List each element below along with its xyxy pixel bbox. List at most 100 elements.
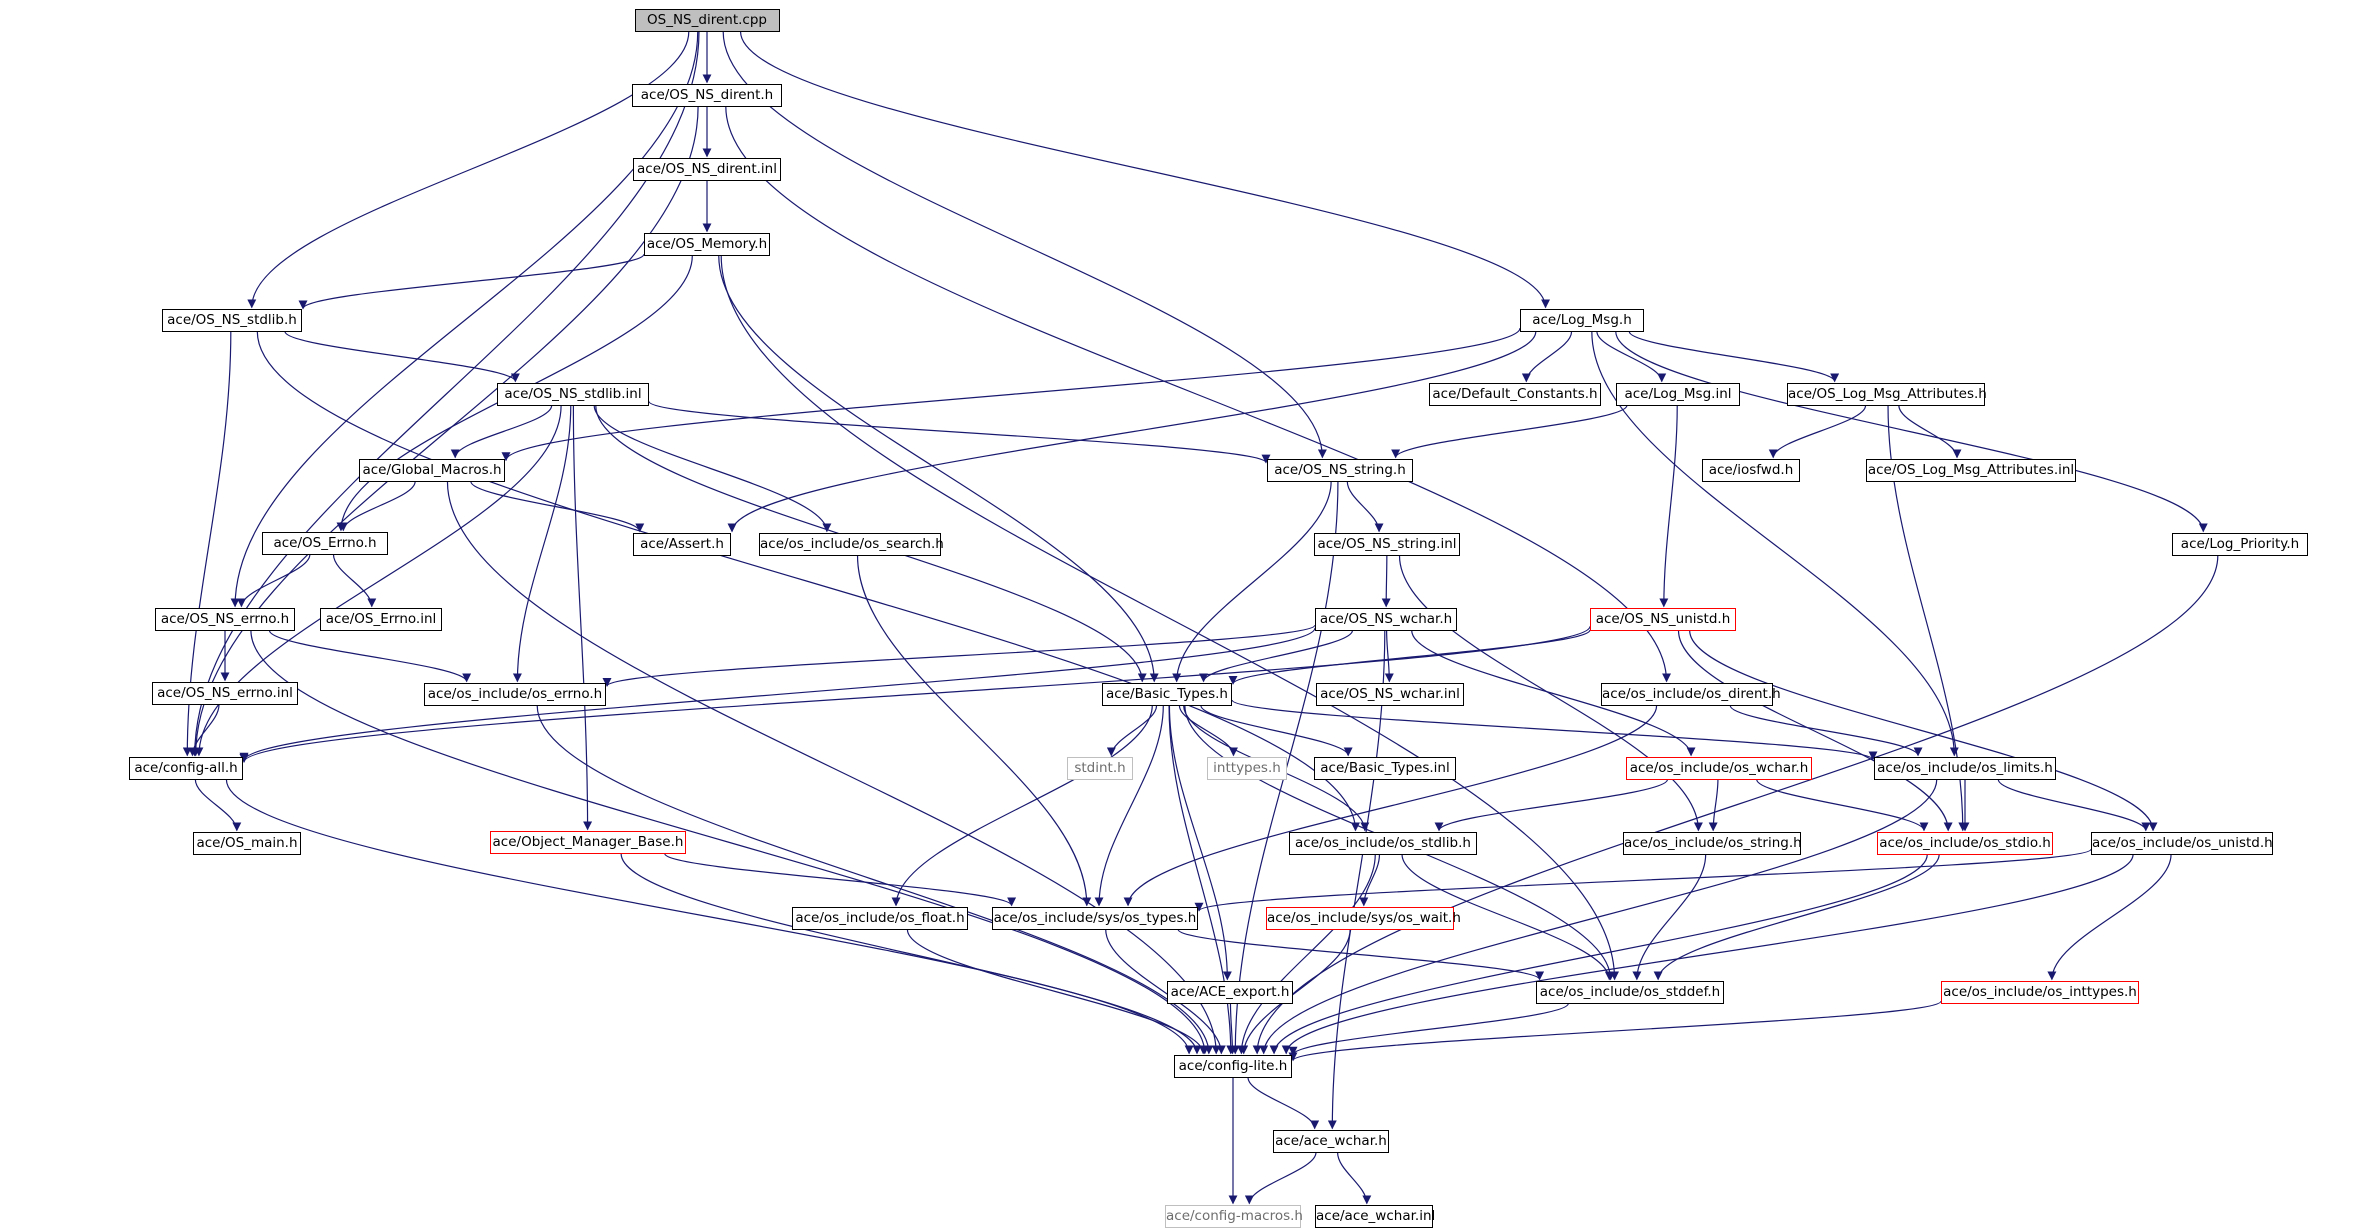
node-root[interactable]: OS_NS_dirent.cpp (634, 8, 780, 32)
node-os-search-h[interactable]: ace/os_include/os_search.h (759, 532, 944, 556)
node-os-main-h[interactable]: ace/OS_main.h (193, 831, 301, 855)
edge-basic-types-h-to-inttypes-h (1178, 705, 1238, 757)
node-os-ns-wchar-inl[interactable]: ace/OS_NS_wchar.inl (1316, 682, 1464, 706)
node-os-ns-unistd-h[interactable]: ace/OS_NS_unistd.h (1590, 607, 1736, 631)
edge-log-msg-h-to-log-msg-inl (1596, 331, 1667, 383)
node-os-ns-errno-h[interactable]: ace/OS_NS_errno.h (155, 607, 295, 631)
node-os-dirent-inc-h[interactable]: ace/os_include/os_dirent.h (1601, 682, 1781, 706)
node-os-inttypes-h[interactable]: ace/os_include/os_inttypes.h (1941, 980, 2139, 1004)
edge-os-ns-stdlib-inl-to-os-errno-inc-h (512, 405, 572, 683)
edge-os-ns-wchar-h-to-os-wchar-inc-h (1411, 630, 1696, 757)
node-stdint-h: stdint.h (1067, 756, 1133, 780)
edge-os-log-msg-attributes-h-to-os-log-msg-attributes-inl (1898, 405, 1962, 459)
edge-basic-types-h-to-os-types-h (1094, 705, 1164, 907)
node-config-all-h[interactable]: ace/config-all.h (129, 756, 243, 780)
node-log-priority-h[interactable]: ace/Log_Priority.h (2172, 532, 2308, 556)
node-os-ns-dirent-h[interactable]: ace/OS_NS_dirent.h (632, 83, 782, 107)
edge-basic-types-h-to-os-limits-h (1231, 699, 1878, 761)
node-os-errno-h[interactable]: ace/OS_Errno.h (262, 531, 388, 555)
node-global-macros-h[interactable]: ace/Global_Macros.h (359, 458, 505, 482)
node-inttypes-h: inttypes.h (1207, 756, 1287, 780)
node-basic-types-h[interactable]: ace/Basic_Types.h (1102, 682, 1232, 706)
edge-basic-types-h-to-config-lite-h (1168, 705, 1236, 1055)
edge-config-all-h-to-os-main-h (194, 779, 242, 832)
edge-os-ns-unistd-h-to-os-stdio-h (1677, 630, 1953, 832)
edge-log-msg-h-to-os-limits-h (1591, 331, 1959, 757)
edge-os-ns-string-inl-to-os-ns-wchar-h (1381, 555, 1391, 608)
node-object-manager-base-h[interactable]: ace/Object_Manager_Base.h (490, 830, 686, 854)
edge-os-stdlib-inc-h-to-os-stddef-h (1401, 854, 1614, 981)
node-os-ns-stdlib-h[interactable]: ace/OS_NS_stdlib.h (162, 308, 302, 332)
edge-os-float-h-to-config-lite-h (906, 929, 1208, 1055)
edge-os-ns-stdlib-inl-to-object-manager-base-h (572, 405, 593, 831)
edge-os-limits-h-to-os-unistd-inc-h (1997, 779, 2151, 832)
node-os-ns-wchar-h[interactable]: ace/OS_NS_wchar.h (1315, 607, 1457, 631)
node-os-ns-stdlib-inl[interactable]: ace/OS_NS_stdlib.inl (497, 382, 649, 406)
node-os-log-msg-attributes-h[interactable]: ace/OS_Log_Msg_Attributes.h (1787, 382, 1987, 406)
node-ace-wchar-inl[interactable]: ace/ace_wchar.inl (1315, 1204, 1435, 1228)
edge-os-ns-stdlib-h-to-os-stdlib-inc-h (256, 331, 1360, 832)
node-os-ns-string-inl[interactable]: ace/OS_NS_string.inl (1314, 532, 1460, 556)
edge-os-stdio-h-to-config-lite-h (1269, 854, 1928, 1055)
edge-os-unistd-inc-h-to-config-lite-h (1281, 854, 2134, 1055)
node-log-msg-inl[interactable]: ace/Log_Msg.inl (1616, 382, 1740, 406)
edge-os-dirent-inc-h-to-os-types-h (1123, 705, 1658, 907)
node-os-log-msg-attributes-inl[interactable]: ace/OS_Log_Msg_Attributes.inl (1866, 458, 2076, 482)
node-os-errno-inc-h[interactable]: ace/os_include/os_errno.h (424, 682, 606, 706)
node-os-types-h[interactable]: ace/os_include/sys/os_types.h (992, 906, 1198, 930)
edge-os-dirent-inc-h-to-os-limits-h (1729, 705, 1923, 757)
edge-os-unistd-inc-h-to-os-inttypes-h (2047, 854, 2172, 981)
node-os-unistd-inc-h[interactable]: ace/os_include/os_unistd.h (2091, 831, 2273, 855)
edge-os-memory-h-to-os-ns-stdlib-h (298, 253, 645, 310)
edge-log-msg-h-to-os-log-msg-attributes-h (1628, 331, 1840, 383)
node-os-ns-string-h[interactable]: ace/OS_NS_string.h (1267, 458, 1413, 482)
node-basic-types-inl[interactable]: ace/Basic_Types.inl (1314, 756, 1456, 780)
node-config-lite-h[interactable]: ace/config-lite.h (1174, 1054, 1292, 1078)
node-iosfwd-h[interactable]: ace/iosfwd.h (1702, 458, 1800, 482)
node-os-string-inc-h[interactable]: ace/os_include/os_string.h (1623, 831, 1802, 855)
node-os-stdio-h[interactable]: ace/os_include/os_stdio.h (1877, 831, 2053, 855)
edge-os-ns-unistd-h-to-os-unistd-inc-h (1689, 630, 2158, 832)
node-os-wchar-inc-h[interactable]: ace/os_include/os_wchar.h (1626, 756, 1812, 780)
node-os-limits-h[interactable]: ace/os_include/os_limits.h (1874, 756, 2056, 780)
node-ace-wchar-h[interactable]: ace/ace_wchar.h (1273, 1129, 1389, 1153)
edge-log-msg-h-to-assert-h (727, 331, 1537, 533)
node-os-wait-h[interactable]: ace/os_include/sys/os_wait.h (1266, 906, 1461, 930)
edge-os-ns-string-h-to-os-ns-string-inl (1346, 481, 1384, 533)
edge-os-memory-h-to-os-stddef-h (720, 255, 1620, 981)
node-os-stddef-h[interactable]: ace/os_include/os_stddef.h (1536, 980, 1724, 1004)
edge-os-ns-wchar-h-to-os-errno-inc-h (602, 624, 1316, 687)
edge-basic-types-h-to-stdint-h (1106, 705, 1158, 757)
edge-os-wait-h-to-config-lite-h (1239, 929, 1351, 1055)
node-ace-export-h[interactable]: ace/ACE_export.h (1167, 980, 1293, 1004)
edge-os-ns-dirent-h-to-os-dirent-inc-h (725, 106, 1672, 683)
edge-object-manager-base-h-to-os-types-h (664, 852, 1016, 907)
edge-os-memory-h-to-basic-types-h (718, 255, 1159, 683)
node-os-stdlib-inc-h[interactable]: ace/os_include/os_stdlib.h (1289, 831, 1477, 855)
edge-os-wchar-inc-h-to-os-stdio-h (1756, 779, 1929, 832)
node-os-ns-dirent-inl[interactable]: ace/OS_NS_dirent.inl (633, 157, 781, 181)
edge-ace-wchar-h-to-config-macros-h (1244, 1152, 1317, 1205)
edge-os-errno-h-to-os-errno-inl (332, 554, 377, 608)
edge-config-all-h-to-config-lite-h (225, 779, 1194, 1055)
node-default-constants-h[interactable]: ace/Default_Constants.h (1429, 382, 1601, 406)
edge-os-wchar-inc-h-to-os-stdlib-inc-h (1434, 779, 1669, 832)
edge-os-inttypes-h-to-config-lite-h (1288, 1000, 1942, 1062)
edge-os-ns-string-inl-to-os-string-inc-h (1398, 555, 1703, 832)
edge-os-stdlib-inc-h-to-config-lite-h (1236, 854, 1376, 1055)
node-log-msg-h[interactable]: ace/Log_Msg.h (1520, 308, 1644, 332)
edge-os-ns-unistd-h-to-config-all-h (239, 626, 1591, 764)
edge-os-stddef-h-to-config-lite-h (1288, 1002, 1569, 1056)
edge-os-ns-errno-inl-to-config-all-h (188, 704, 220, 757)
edge-os-ns-stdlib-h-to-os-ns-stdlib-inl (284, 331, 520, 383)
node-os-memory-h[interactable]: ace/OS_Memory.h (644, 232, 770, 256)
node-config-macros-h: ace/config-macros.h (1165, 1204, 1303, 1228)
node-assert-h[interactable]: ace/Assert.h (633, 532, 731, 556)
edge-root-to-os-ns-errno-h (230, 31, 699, 608)
node-os-ns-errno-inl[interactable]: ace/OS_NS_errno.inl (152, 681, 298, 705)
edge-os-string-inc-h-to-os-stddef-h (1632, 854, 1707, 981)
node-os-errno-inl[interactable]: ace/OS_Errno.inl (320, 607, 442, 631)
edge-os-types-h-to-os-stddef-h (1177, 928, 1544, 981)
node-os-float-h[interactable]: ace/os_include/os_float.h (792, 906, 968, 930)
